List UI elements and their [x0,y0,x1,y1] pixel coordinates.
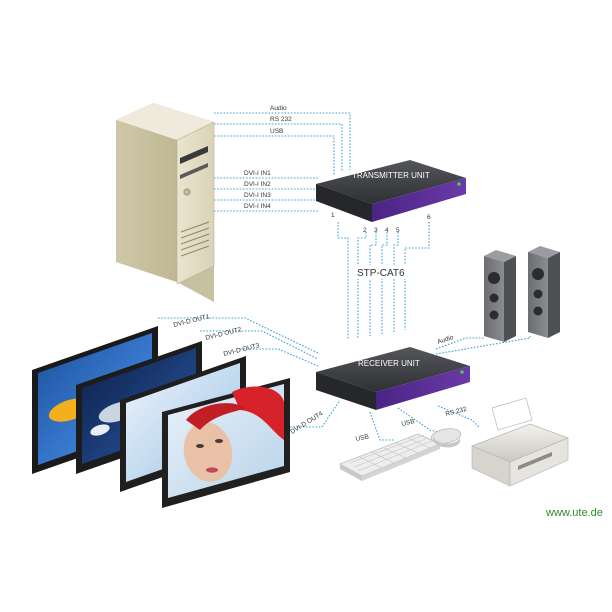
cable-rs232-tx [214,123,343,172]
speaker-cone-icon [532,268,544,280]
port-number: 2 [363,227,367,234]
cable-audio-out [435,337,485,350]
keyboard [339,433,441,481]
cable-dvi-out3 [240,348,319,367]
transmitter-unit: TRANSMITTER UNIT [316,160,466,222]
tower-top [116,103,214,140]
cable-dvi-out4 [290,399,341,428]
receiver-label: RECEIVER UNIT [358,359,420,368]
label-dvi-in4: DVI-I IN4 [244,203,271,210]
speaker-cone-icon [533,289,543,299]
label-usb-keyboard: USB [355,433,370,443]
port-number: 1 [331,212,335,219]
computer-output-labels: Audio RS 232 USB DVI-I IN1 DVI-I IN2 DVI… [244,105,292,210]
label-audio-receiver: Audio [436,334,454,346]
receiver-top [316,347,470,392]
speaker-cone-icon [488,272,500,284]
label-dvi-in2: DVI-I IN2 [244,181,271,188]
keyboard-keys [349,434,433,472]
port-number: 5 [396,227,400,234]
label-usb-out: USB [270,128,283,135]
tower-side [116,120,177,282]
port-number: 4 [385,227,389,234]
label-dvi-out3: DVI-D OUT3 [223,342,261,358]
cable-usb-mouse [397,407,439,433]
cat6-link-5 [393,232,399,332]
printer-slot [518,452,552,470]
label-usb-mouse: USB [401,418,416,428]
led-icon [460,370,464,374]
speaker-right [528,246,560,338]
speaker-left [484,250,516,342]
cat6-link-2 [357,232,367,338]
label-dvi-out4: DVI-D OUT4 [289,410,324,436]
tower-front [176,121,215,285]
mouse [430,428,462,448]
cable-usb-tx [214,135,335,175]
transmitter-top [316,160,466,204]
led-icon [457,182,461,186]
cable-rs232-printer [437,405,481,429]
speaker-cone-icon [489,293,499,303]
transmitter-ports: 1 2 3 4 5 6 [331,212,431,234]
drive-bay-slot [180,163,208,179]
cable-dvi-out2 [200,330,319,360]
speaker-cone-icon [489,310,499,320]
label-rs232-printer: RS 232 [445,406,468,418]
label-dvi-in1: DVI-I IN1 [244,170,271,177]
receiver-front [376,366,470,410]
drive-bay-slot [180,146,208,164]
label-dvi-out2: DVI-D OUT2 [205,326,243,342]
cat6-label: STP-CAT6 [357,268,405,279]
printer [471,397,569,487]
label-dvi-in3: DVI-I IN3 [244,192,271,199]
cable-dvi-out1 [158,317,319,354]
cat6-link-1 [337,222,349,340]
cable-audio-out-2 [435,336,531,355]
label-audio-out: Audio [270,105,287,112]
cat6-link-4 [381,232,388,334]
power-button-icon [183,188,191,196]
receiver-side [316,372,376,410]
transmitter-front [372,178,466,222]
cat6-label-bg [355,265,409,279]
transmitter-label: TRANSMITTER UNIT [352,171,430,180]
speaker-cone-icon [533,306,543,316]
brand-url: www.ute.de [545,507,603,519]
tower-vents [180,221,210,257]
transmitter-side [316,184,372,222]
cat6-link-3 [369,232,377,336]
cables [158,112,531,441]
port-number: 6 [427,214,431,221]
receiver-unit: RECEIVER UNIT [316,347,470,410]
cable-audio-tx [214,112,351,170]
printer-paper [491,397,533,431]
face-image [183,422,233,482]
cat6-link-6 [404,222,430,330]
cable-usb-keyboard [369,411,395,441]
port-number: 3 [374,227,378,234]
computer-tower [116,103,215,302]
label-rs232-out: RS 232 [270,116,292,123]
label-dvi-out1: DVI-D OUT1 [173,313,211,329]
hair-image [232,386,284,440]
monitor-4 [162,378,290,508]
